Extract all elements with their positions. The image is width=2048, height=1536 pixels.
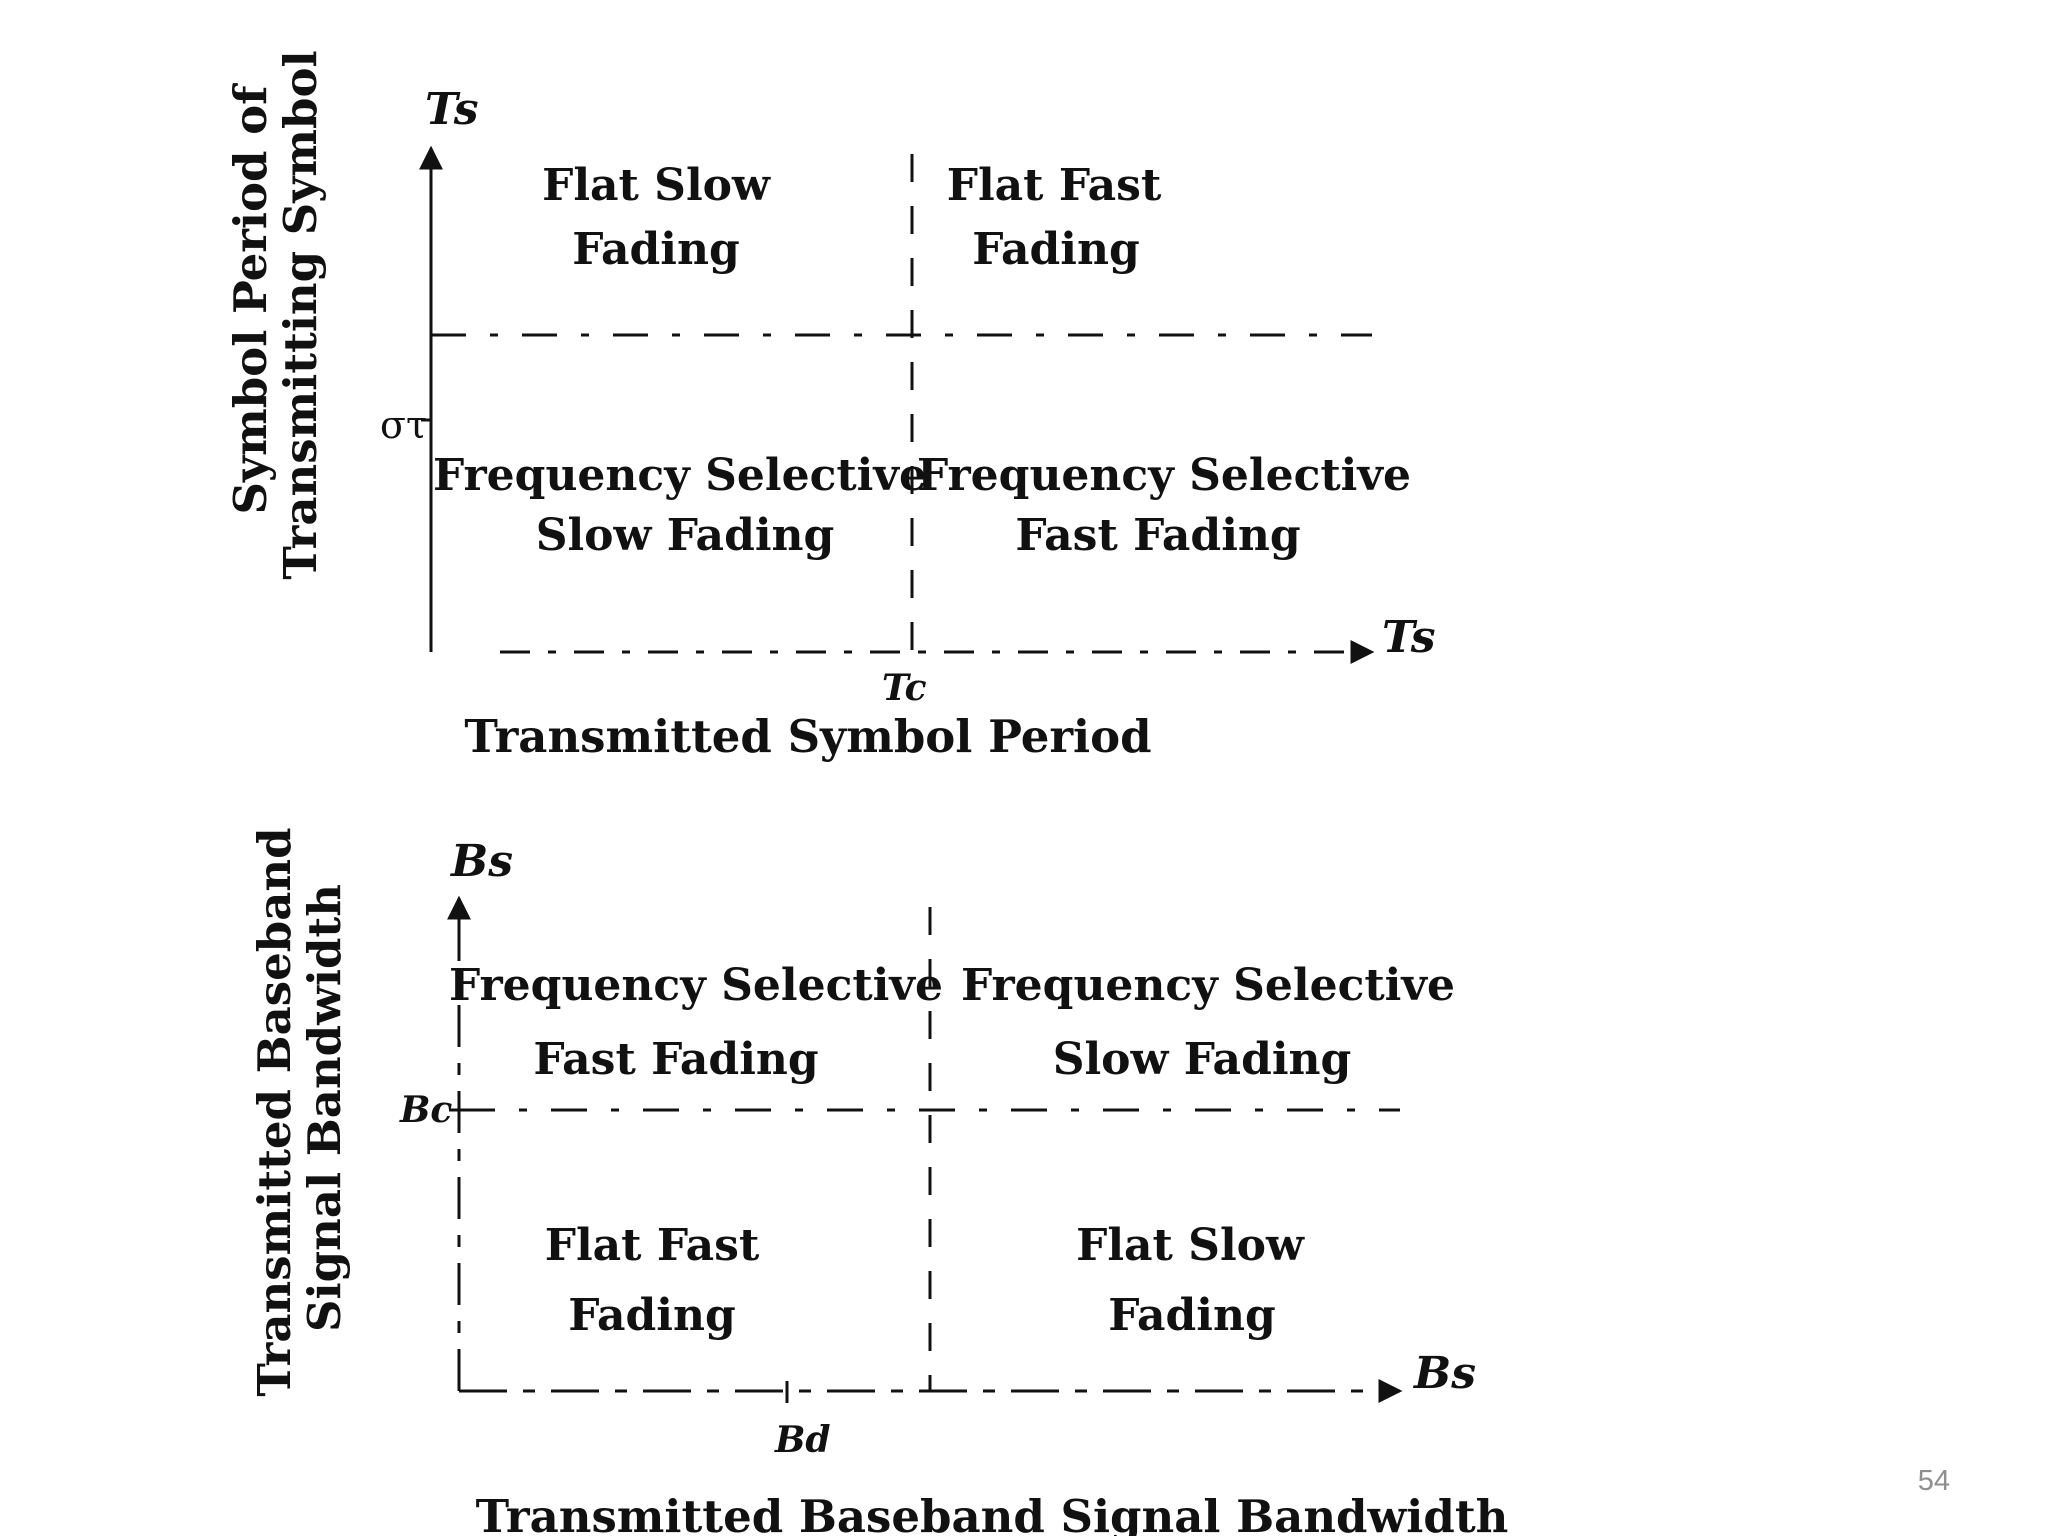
bottom-top-left-label-line-1: Frequency Selective: [449, 960, 943, 1011]
top-diagram: Ts Ts Tc στ Symbol Period of Transmittin…: [224, 50, 1435, 763]
bottom-bottom-right-label-line-1: Flat Slow: [1076, 1220, 1305, 1271]
top-y-axis-title-line-2: Transmitting Symbol: [274, 50, 327, 579]
top-bottom-right-label-line-1: Frequency Selective: [917, 450, 1411, 501]
bottom-bottom-right-label-line-2: Fading: [1108, 1290, 1276, 1341]
bottom-top-right-label-line-2: Slow Fading: [1053, 1034, 1352, 1085]
top-bottom-left-label-line-2: Slow Fading: [536, 510, 835, 561]
top-y-threshold-label: στ: [380, 403, 427, 447]
bottom-x-axis-title: Transmitted Baseband Signal Bandwidth: [476, 1490, 1509, 1536]
top-left-label-line-2: Fading: [572, 224, 740, 275]
bottom-x-axis-symbol: Bs: [1412, 1348, 1476, 1399]
top-x-axis-symbol: Ts: [1382, 612, 1435, 663]
bottom-bottom-left-label-line-1: Flat Fast: [545, 1220, 760, 1271]
top-x-threshold-label: Tc: [882, 667, 927, 709]
top-left-label-line-1: Flat Slow: [542, 160, 771, 211]
top-bottom-left-label-line-1: Frequency Selective: [433, 450, 927, 501]
bottom-y-threshold-label: Bc: [399, 1089, 452, 1131]
page-number: 54: [1917, 1465, 1950, 1497]
bottom-top-right-label-line-1: Frequency Selective: [961, 960, 1455, 1011]
top-x-axis-title: Transmitted Symbol Period: [464, 710, 1151, 763]
bottom-y-axis-title-line-1: Transmitted Baseband: [248, 827, 301, 1396]
bottom-diagram: Bs Bs Bc Bd Transmitted Baseband Signal …: [248, 827, 1508, 1536]
top-right-label-line-2: Fading: [972, 224, 1140, 275]
bottom-y-axis-title-line-2: Signal Bandwidth: [298, 884, 351, 1332]
top-bottom-right-label-line-2: Fast Fading: [1015, 510, 1300, 561]
top-right-label-line-1: Flat Fast: [947, 160, 1162, 211]
bottom-y-axis-symbol: Bs: [449, 836, 513, 887]
bottom-top-left-label-line-2: Fast Fading: [533, 1034, 818, 1085]
bottom-bottom-left-label-line-2: Fading: [568, 1290, 736, 1341]
bottom-x-tick-label: Bd: [774, 1419, 831, 1461]
top-y-axis-symbol: Ts: [425, 84, 478, 135]
top-y-axis-title-line-1: Symbol Period of: [224, 83, 277, 515]
